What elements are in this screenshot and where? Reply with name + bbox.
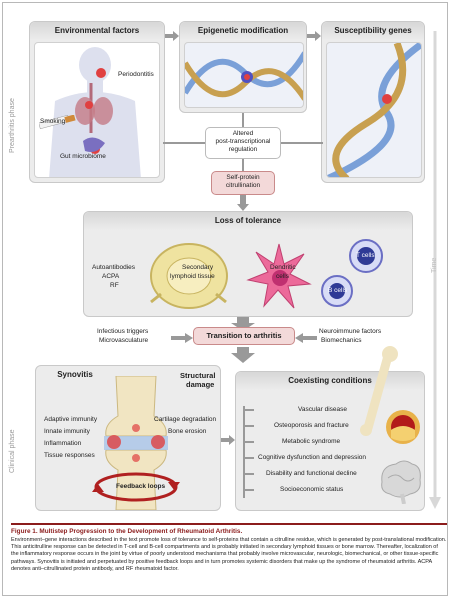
body-illustration	[34, 42, 160, 178]
synovitis-item-4: Tissue responses	[44, 452, 95, 459]
feedback-loops-label: Feedback loops	[116, 483, 166, 490]
transition-to-arthritis-box: Transition to arthritis	[193, 327, 295, 345]
environmental-factors-panel: Environmental factors Periodontitis Smok…	[29, 21, 165, 183]
altered-regulation-box: Altered post-transcriptional regulation	[205, 127, 281, 159]
environmental-factors-title: Environmental factors	[30, 22, 164, 40]
periodontitis-label: Periodontitis	[118, 71, 154, 78]
femur-bone-icon	[360, 346, 398, 436]
t-cell-icon	[349, 239, 383, 273]
synovitis-item-3: Inflammation	[44, 440, 82, 447]
synovitis-title: Synovitis	[57, 370, 93, 379]
clinical-phase-label: Clinical phase	[9, 429, 16, 473]
dna-double-helix-icon	[327, 43, 421, 177]
self-protein-line1: Self-protein	[226, 174, 260, 181]
susceptibility-genes-title: Susceptibility genes	[322, 22, 424, 40]
altered-line2: post-transcriptional	[215, 138, 271, 145]
condition-bracket	[243, 406, 254, 498]
dna-helix-icon	[185, 51, 303, 101]
feedback-loops-icon	[92, 472, 180, 502]
acpa-label: ACPA	[102, 273, 120, 280]
dna-gene-illustration	[326, 42, 422, 178]
self-protein-line2: citrullination	[225, 182, 261, 189]
blood-vessel-icon	[386, 410, 420, 444]
arrow-to-tolerance	[237, 195, 249, 211]
structural-item-1: Cartilage degradation	[154, 416, 217, 423]
coexisting-item-2: Osteoporosis and fracture	[274, 422, 349, 429]
rf-label: RF	[110, 282, 119, 289]
loss-of-tolerance-title: Loss of tolerance	[84, 212, 412, 230]
coexisting-item-6: Socioeconomic status	[280, 486, 344, 493]
coexisting-conditions-panel: Coexisting conditions Vascular disease O…	[235, 346, 425, 511]
arrow-left-to-transition	[171, 333, 193, 343]
dna-illustration	[184, 42, 304, 108]
b-cell-icon	[321, 275, 353, 307]
figure-frame: Prearthritis phase Clinical phase Time E…	[2, 2, 448, 596]
loss-of-tolerance-panel: Loss of tolerance Autoantibodies ACPA RF…	[83, 211, 413, 317]
caption-body: Environment–gene interactions described …	[11, 537, 447, 572]
structural-item-2: Bone erosion	[168, 428, 207, 435]
altered-line1: Altered	[232, 130, 254, 137]
figure-caption: Figure 1. Multistep Progression to the D…	[11, 523, 447, 573]
arrow-right-to-transition	[295, 333, 317, 343]
arrow-to-clinical	[231, 347, 255, 363]
prearthritis-phase-label: Prearthritis phase	[9, 98, 16, 153]
susceptibility-genes-panel: Susceptibility genes	[321, 21, 425, 183]
epigenetic-modification-panel: Epigenetic modification	[179, 21, 307, 113]
microvasculature-label: Microvasculature	[99, 337, 149, 344]
time-arrow	[429, 31, 441, 509]
gut-microbiome-label: Gut microbiome	[60, 153, 106, 160]
infectious-triggers-label: Infectious triggers	[97, 328, 149, 335]
structural-damage-title-1: Structural	[180, 371, 216, 380]
epigenetic-modification-title: Epigenetic modification	[180, 22, 306, 40]
arrow-env-to-epi	[165, 31, 179, 41]
synovitis-item-1: Adaptive immunity	[44, 416, 98, 423]
neuroimmune-label: Neuroimmune factors	[319, 328, 382, 335]
dendritic-cell-icon	[246, 243, 312, 309]
smoking-label: Smoking	[40, 118, 66, 125]
arrow-joint-to-coexisting	[221, 435, 235, 445]
coexisting-item-5: Disability and functional decline	[266, 470, 357, 477]
lymphoid-label-2: lymphoid tissue	[170, 273, 215, 280]
caption-title: Figure 1. Multistep Progression to the D…	[11, 528, 243, 535]
time-label: Time	[431, 257, 438, 273]
brain-icon	[381, 460, 421, 504]
autoantibodies-label: Autoantibodies	[92, 264, 136, 271]
joint-bone-icon	[104, 376, 168, 510]
coexisting-item-1: Vascular disease	[298, 406, 348, 413]
arrow-epi-to-susc	[307, 31, 321, 41]
cigarette-icon	[39, 115, 76, 129]
dendritic-label-1: Dendritic	[270, 264, 296, 271]
connector-lines-top	[163, 113, 323, 171]
coexisting-item-4: Cognitive dysfunction and depression	[258, 454, 367, 461]
structural-damage-title-2: damage	[186, 380, 215, 389]
coexisting-item-3: Metabolic syndrome	[282, 438, 341, 445]
altered-line3: regulation	[228, 146, 258, 153]
joint-panel: Synovitis Structural damage Adaptive imm…	[35, 365, 221, 511]
transition-label: Transition to arthritis	[206, 331, 282, 340]
self-protein-citrullination-box: Self-protein citrullination	[211, 171, 275, 195]
biomechanics-label: Biomechanics	[321, 337, 362, 344]
t-cells-label: T cells	[356, 252, 375, 259]
dendritic-label-2: cells	[276, 273, 290, 280]
lymphoid-label-1: Secondary	[182, 264, 214, 271]
synovitis-item-2: Innate immunity	[44, 428, 90, 435]
lymph-node-icon	[150, 243, 228, 309]
b-cells-label: B cells	[328, 287, 348, 294]
human-silhouette-icon	[49, 47, 141, 177]
arrow-to-transition	[231, 317, 255, 331]
